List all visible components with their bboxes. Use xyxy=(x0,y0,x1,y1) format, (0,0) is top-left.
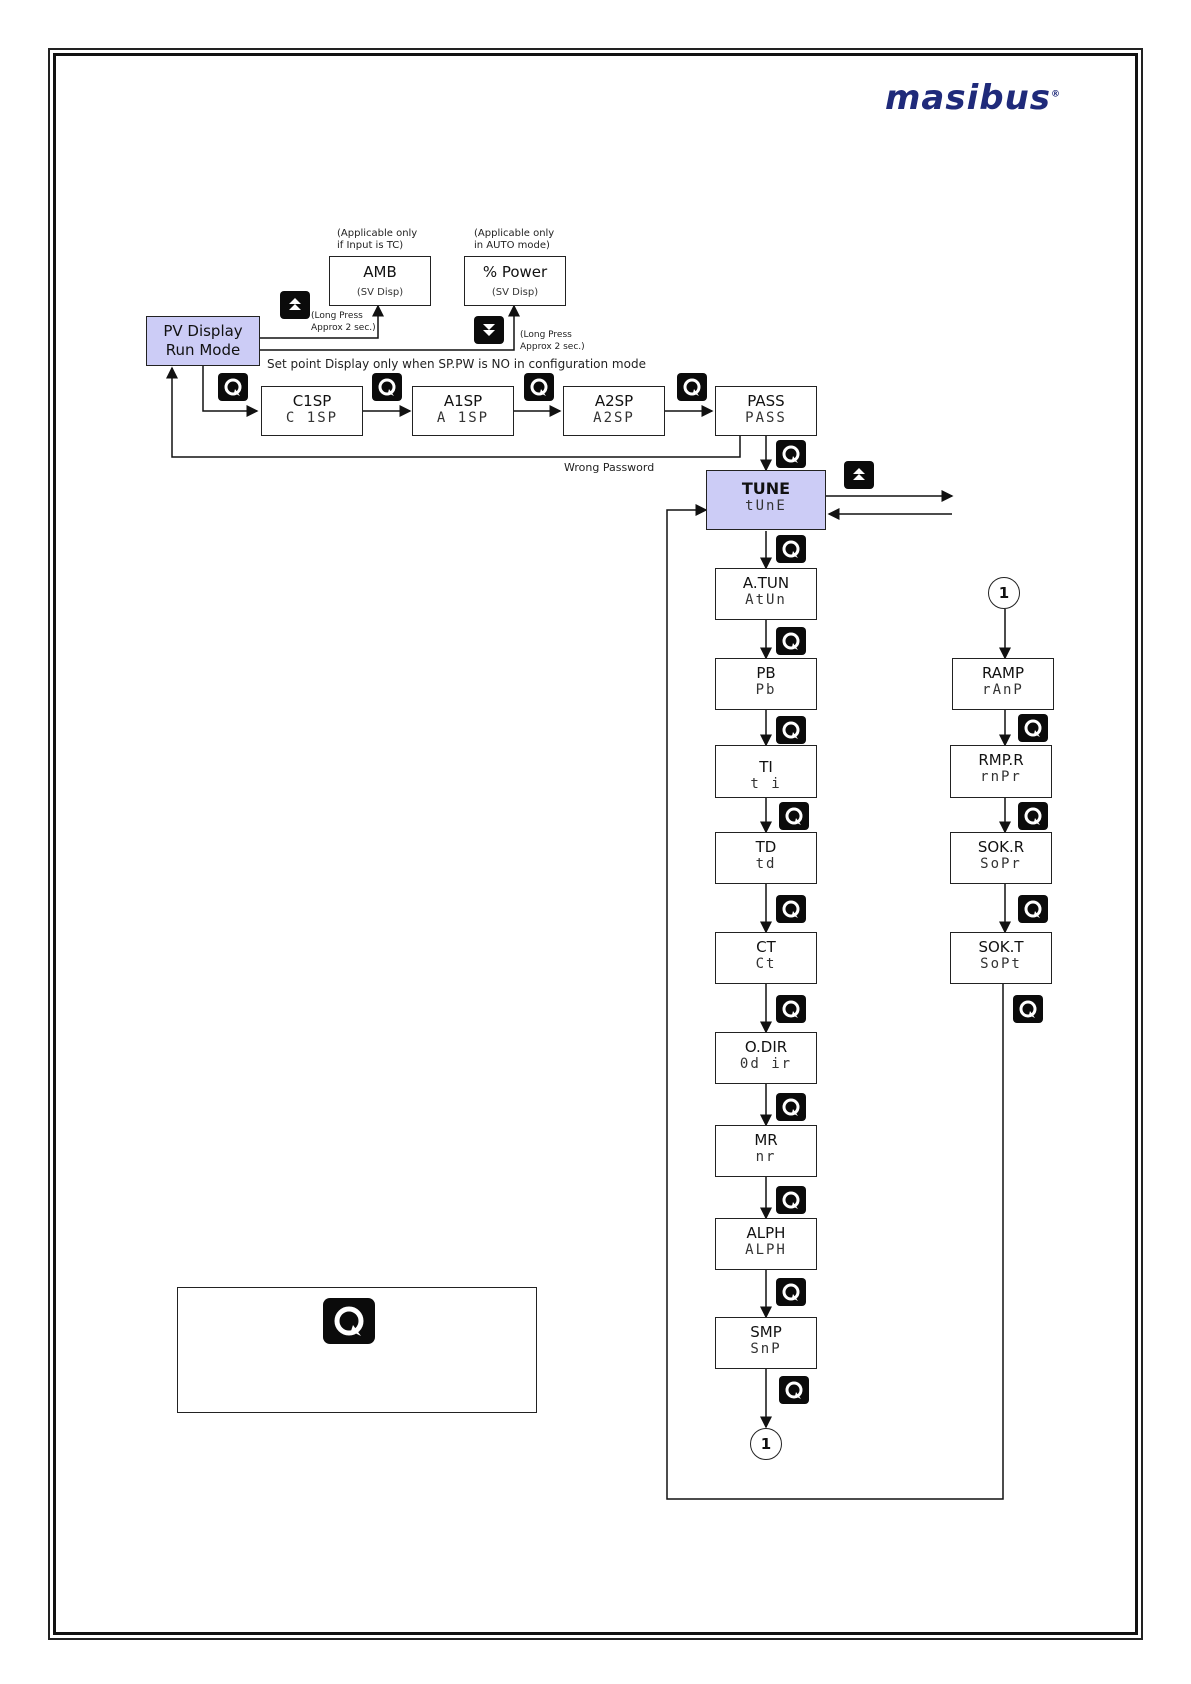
enter-key-icon xyxy=(372,373,402,401)
page-frame-inner xyxy=(53,53,1138,1635)
enter-key-icon xyxy=(779,802,809,830)
enter-key-icon xyxy=(323,1298,375,1344)
enter-key-icon xyxy=(776,995,806,1023)
enter-key-icon xyxy=(776,1093,806,1121)
enter-key-icon xyxy=(776,1278,806,1306)
enter-key-icon xyxy=(776,535,806,563)
enter-key-icon xyxy=(1018,895,1048,923)
power-box: % Power(SV Disp) xyxy=(464,256,566,306)
enter-key-icon xyxy=(776,627,806,655)
enter-key-icon xyxy=(1013,995,1043,1023)
down-key-icon xyxy=(474,316,504,344)
setpoint-note: Set point Display only when SP.PW is NO … xyxy=(267,357,646,371)
enter-key-icon xyxy=(776,440,806,468)
enter-key-icon xyxy=(779,1376,809,1404)
up-key-icon xyxy=(280,291,310,319)
wrong-password-label: Wrong Password xyxy=(564,461,655,474)
masibus-logo: masibus® xyxy=(885,78,1062,118)
enter-key-icon xyxy=(776,895,806,923)
enter-key-icon xyxy=(1018,714,1048,742)
enter-key-icon xyxy=(1018,802,1048,830)
enter-key-icon xyxy=(218,373,248,401)
legend-box xyxy=(177,1287,537,1413)
up-key-icon xyxy=(844,461,874,489)
enter-key-icon xyxy=(677,373,707,401)
page-frame-outer xyxy=(48,48,1143,1640)
amb-box: AMB(SV Disp) xyxy=(329,256,431,306)
connector-1-bottom: 1 xyxy=(750,1428,782,1460)
enter-key-icon xyxy=(776,716,806,744)
connector-1-top: 1 xyxy=(988,577,1020,609)
enter-key-icon xyxy=(776,1186,806,1214)
enter-key-icon xyxy=(524,373,554,401)
